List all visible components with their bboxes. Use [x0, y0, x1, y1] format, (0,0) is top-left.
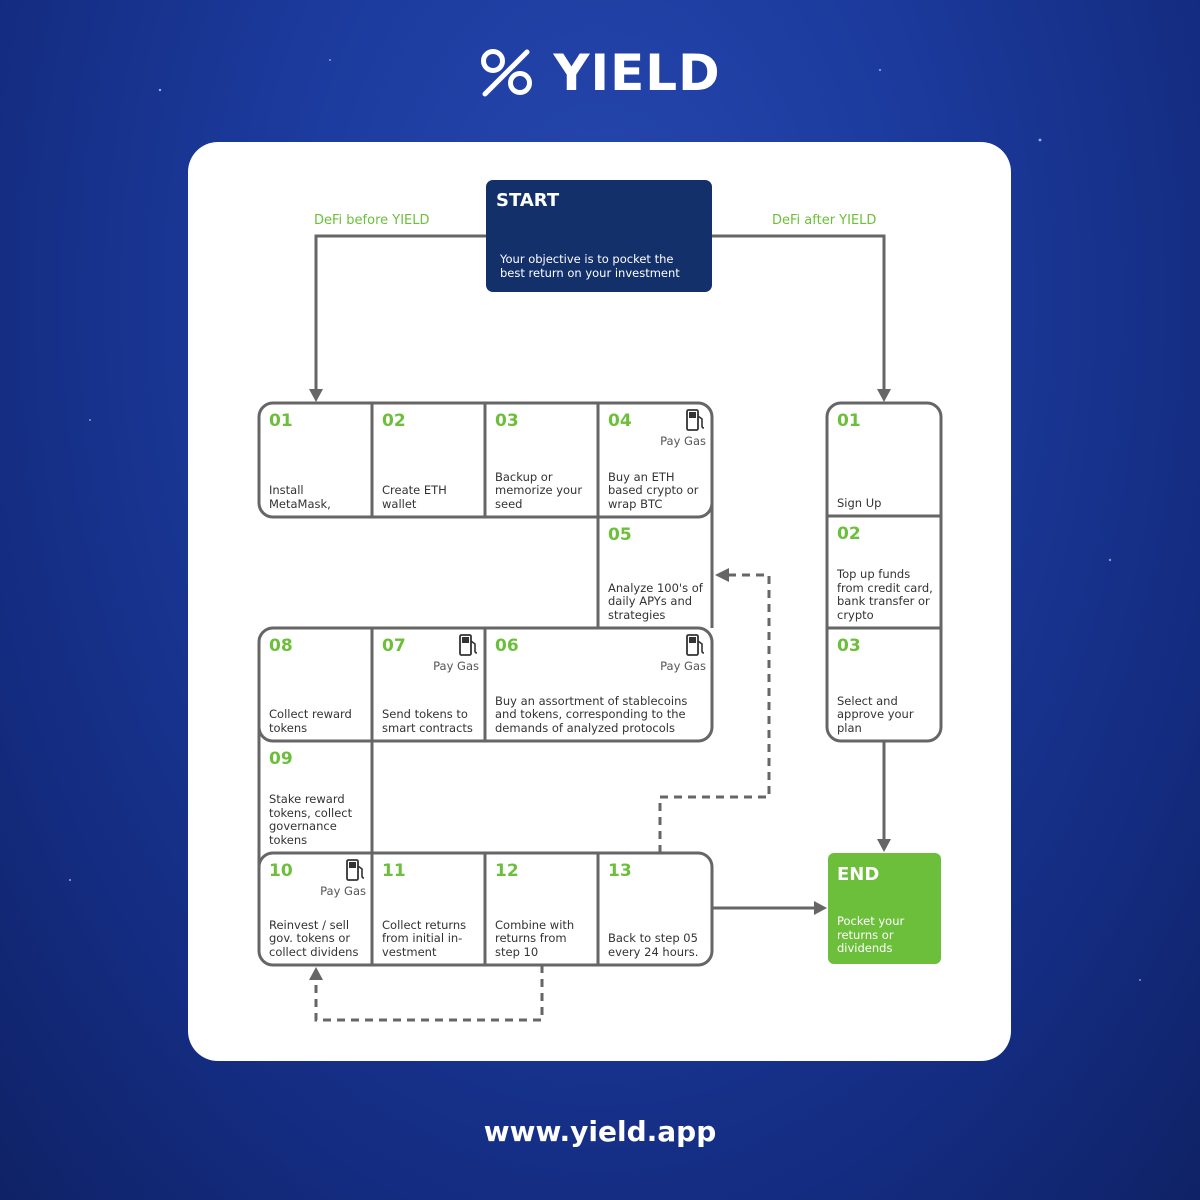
step-description: Buy an ETH based crypto or wrap BTC: [608, 469, 699, 511]
percent-logo-icon: [481, 49, 533, 97]
step-description: Create ETH wallet: [382, 483, 447, 511]
connector-start-to-after: [712, 234, 886, 396]
brand-name: YIELD: [553, 44, 721, 102]
step-description: Stake reward tokens, collect governance …: [269, 792, 353, 847]
start-box: START Your objective is to pocket the be…: [486, 180, 712, 292]
step-description: Select and approve your plan: [837, 693, 914, 735]
brand-header: YIELD: [0, 38, 1200, 108]
branch-label-before: DeFi before YIELD: [314, 213, 430, 228]
step-description: Send tokens to smart contracts: [382, 707, 473, 735]
step-number: 12: [495, 861, 519, 881]
step-number: 08: [269, 636, 293, 656]
step-number: 10: [269, 861, 293, 881]
end-description: Pocket your returns or dividends: [837, 914, 905, 955]
step-description: Reinvest / sell gov. tokens or collect d…: [269, 917, 359, 959]
step-number: 07: [382, 636, 406, 656]
step-description: Analyze 100's of daily APYs and strategi…: [608, 580, 703, 622]
pay-gas-badge: Pay Gas: [660, 409, 706, 448]
step-number: 09: [269, 749, 293, 769]
end-title: END: [837, 864, 880, 885]
pay-gas-label: Pay Gas: [433, 659, 479, 673]
pay-gas-badge: Pay Gas: [320, 859, 366, 898]
gas-pump-icon: [686, 634, 705, 656]
step-number: 02: [837, 524, 861, 544]
branch-label-after: DeFi after YIELD: [772, 213, 877, 228]
step-number: 01: [837, 411, 861, 431]
footer-url: www.yield.app: [483, 1115, 717, 1148]
pay-gas-label: Pay Gas: [660, 659, 706, 673]
step-description: Back to step 05 every 24 hours.: [608, 931, 699, 959]
step-number: 01: [269, 411, 293, 431]
step-description: Sign Up: [837, 495, 882, 510]
step-description: Install MetaMask,: [269, 483, 331, 511]
step-number: 11: [382, 861, 406, 881]
step-number: 03: [495, 411, 519, 431]
pay-gas-badge: Pay Gas: [660, 634, 706, 673]
step-description: Backup or memorize your seed: [495, 469, 583, 511]
step-number: 04: [608, 411, 632, 431]
step-description: Combine with returns from step 10: [495, 917, 575, 959]
step-description: Collect reward tokens: [269, 707, 352, 735]
dashed-loop-12-to-10: [314, 965, 544, 1022]
step-number: 05: [608, 525, 632, 545]
step-description: Buy an assortment of stablecoins and tok…: [495, 693, 688, 735]
pay-gas-label: Pay Gas: [320, 884, 366, 898]
connector-start-to-before: [314, 234, 486, 396]
end-box: END Pocket your returns or dividends: [828, 853, 941, 964]
gas-pump-icon: [686, 409, 705, 431]
step-number: 06: [495, 636, 519, 656]
pay-gas-label: Pay Gas: [660, 434, 706, 448]
step-number: 02: [382, 411, 406, 431]
step-number: 03: [837, 636, 861, 656]
gas-pump-icon: [459, 634, 478, 656]
start-description: Your objective is to pocket the best ret…: [500, 252, 680, 280]
pay-gas-badge: Pay Gas: [433, 634, 479, 673]
step-description: Collect returns from initial in-vestment: [382, 917, 467, 959]
start-title: START: [496, 190, 560, 211]
step-number: 13: [608, 861, 632, 881]
step-description: Top up funds from credit card, bank tran…: [837, 567, 933, 622]
column-after-steps: [825, 401, 943, 743]
gas-pump-icon: [346, 859, 365, 881]
